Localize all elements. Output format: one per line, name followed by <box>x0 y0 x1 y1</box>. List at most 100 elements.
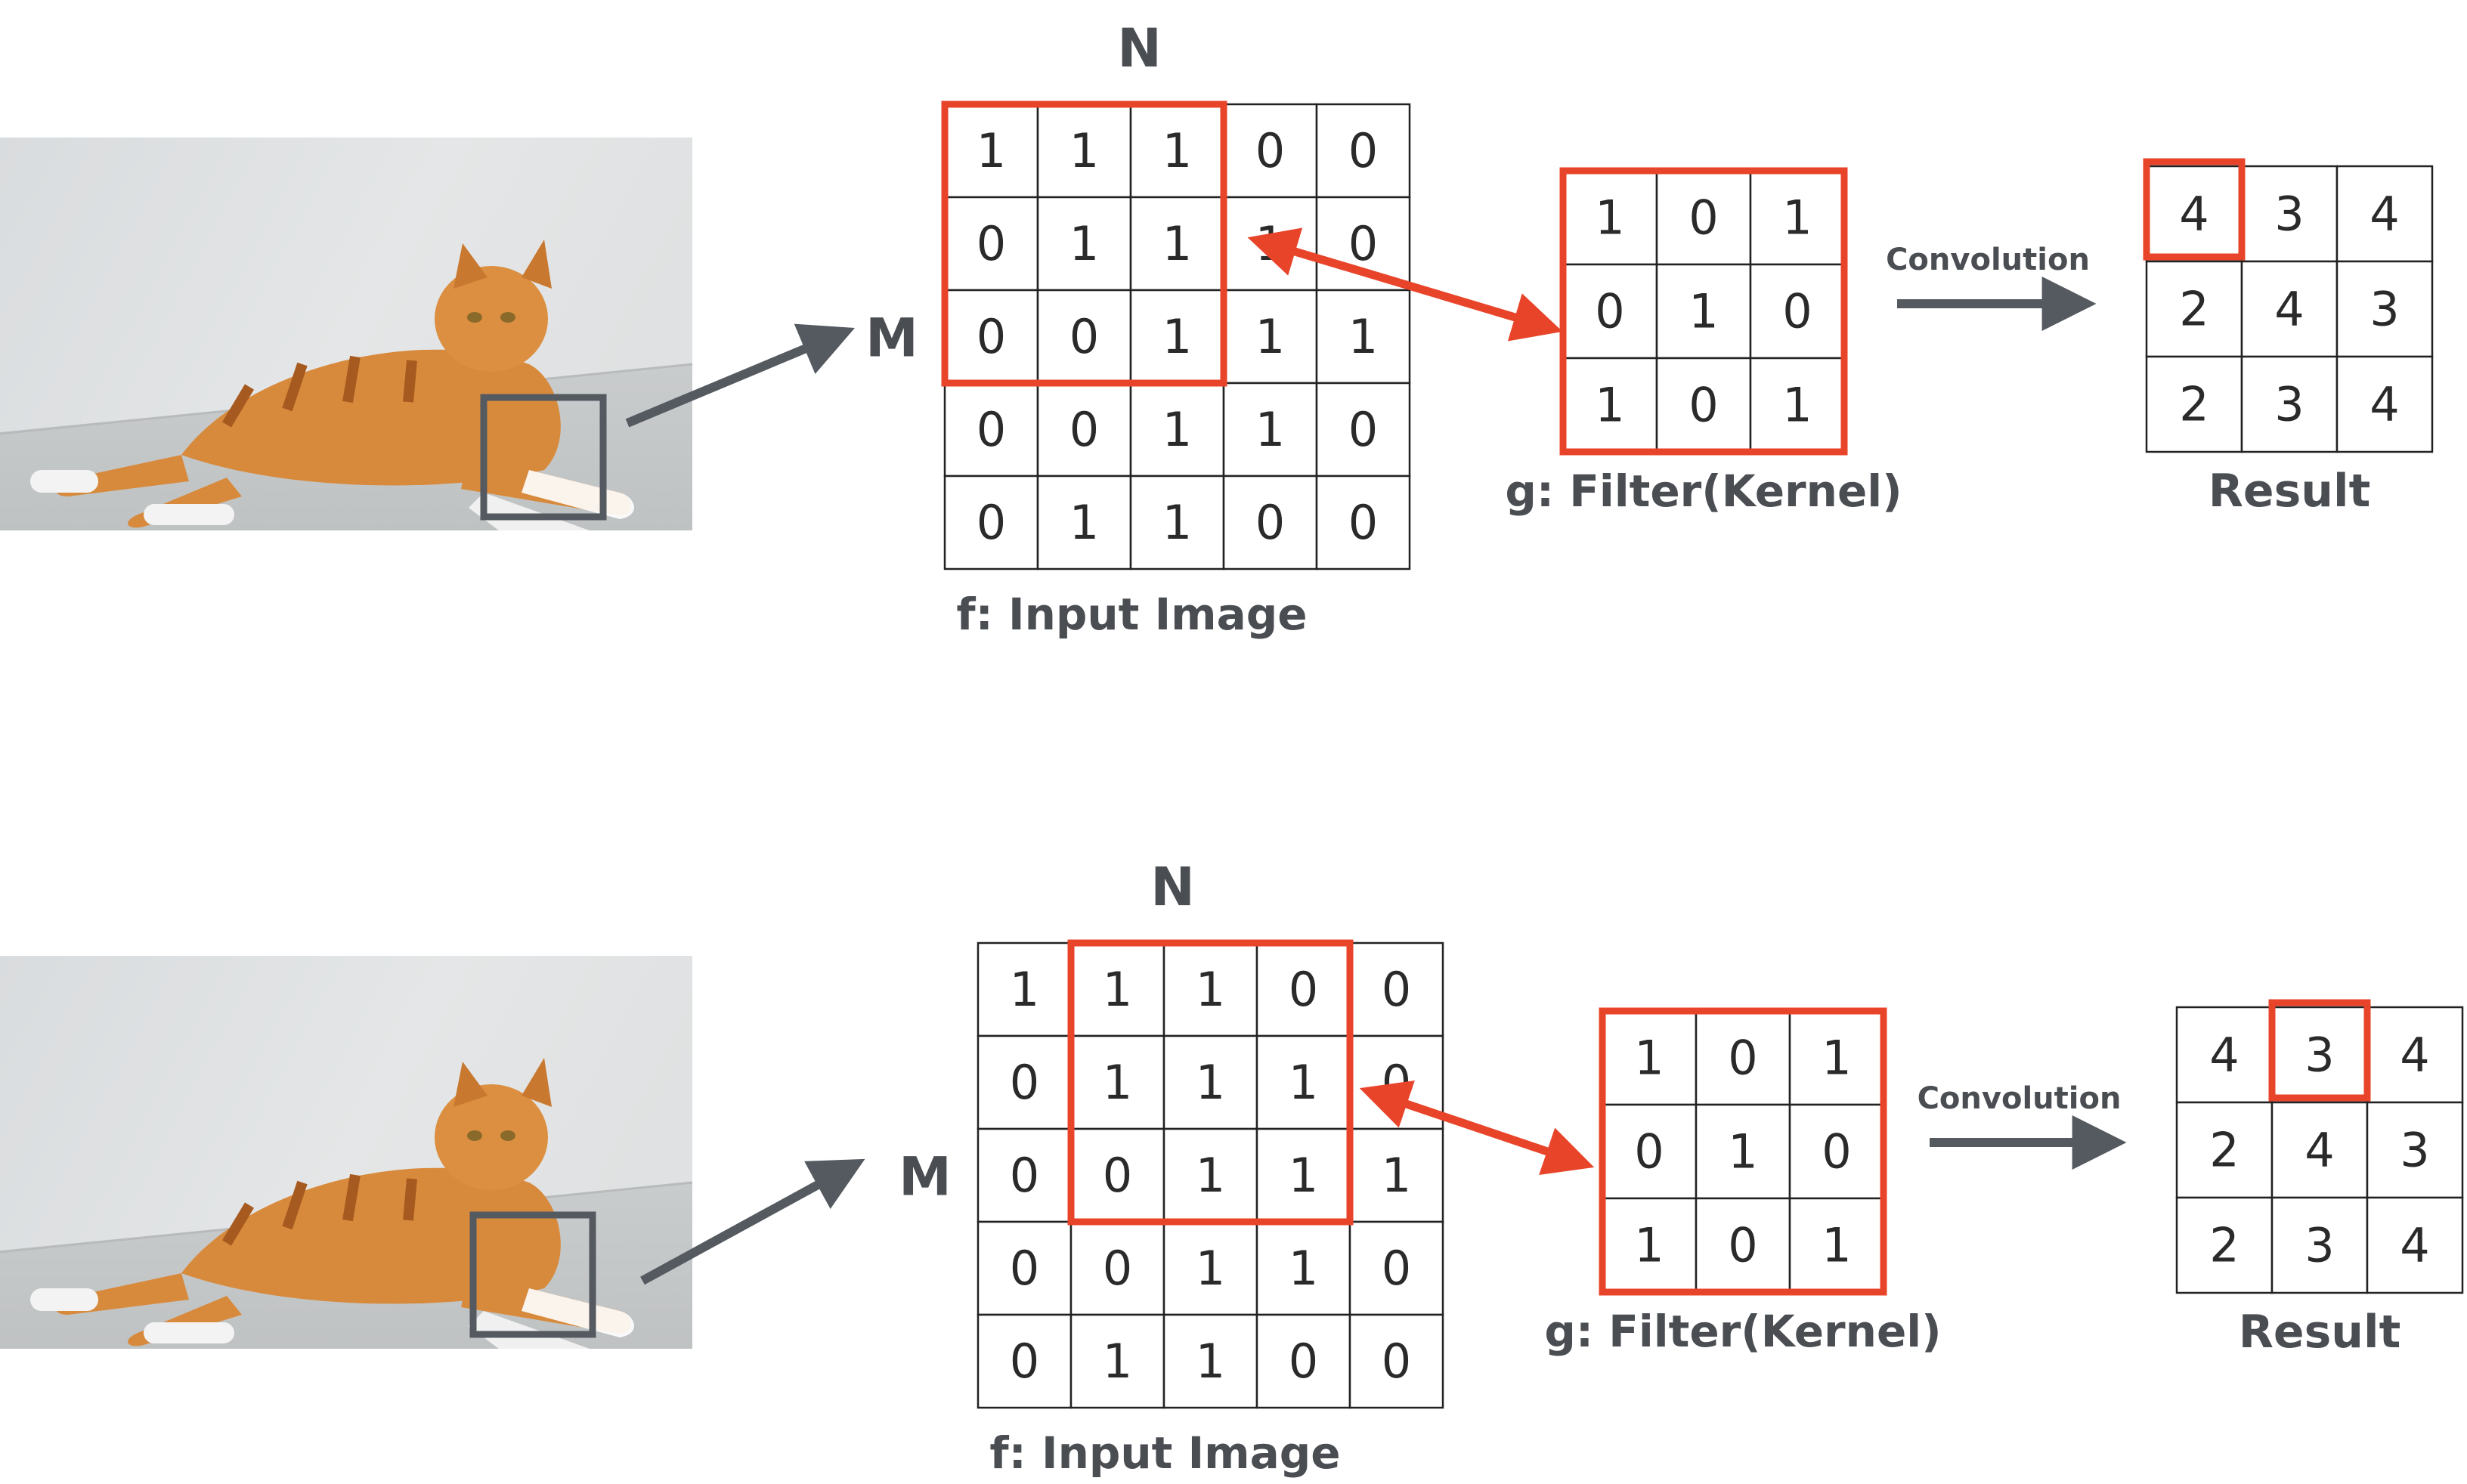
input-cell <box>1255 1034 1351 1130</box>
kernel-cell-value: 0 <box>1689 190 1718 246</box>
input-cell <box>1255 1127 1351 1223</box>
correspondence-arrow <box>1359 1080 1595 1176</box>
sliding-window-box <box>1067 939 1354 1226</box>
result-cell-value: 4 <box>2400 1028 2429 1083</box>
cat-photo <box>0 138 692 530</box>
input-cell-value: 0 <box>1348 495 1378 550</box>
input-cell-value: 1 <box>1162 309 1192 364</box>
result-cell <box>2145 355 2243 453</box>
input-cell-value: 1 <box>1196 1241 1225 1296</box>
input-cell-value: 0 <box>977 216 1006 271</box>
zoom-region-box <box>480 394 607 521</box>
input-cell <box>1162 941 1258 1037</box>
kernel-cell-value: 1 <box>1689 284 1718 339</box>
result-cell-value: 4 <box>2369 377 2399 432</box>
input-cell-value: 1 <box>1103 1055 1132 1110</box>
result-cell-value: 4 <box>2274 282 2304 337</box>
input-cell-value: 1 <box>1255 309 1285 364</box>
kernel-caption: g: Filter(Kernel) <box>1544 1306 1941 1357</box>
input-cell <box>1129 475 1225 570</box>
kernel-outline-box <box>1559 167 1848 456</box>
zoom-arrow <box>625 323 855 428</box>
input-cell-value: 0 <box>1348 123 1378 178</box>
result-cell-value: 3 <box>2304 1218 2334 1273</box>
result-cell <box>2366 1196 2464 1294</box>
kernel-cell-value: 0 <box>1634 1124 1664 1179</box>
result-cell <box>2240 355 2339 453</box>
kernel-cell-value: 1 <box>1595 378 1624 433</box>
input-cell-value: 1 <box>1103 962 1132 1017</box>
input-cell <box>1069 941 1165 1037</box>
input-cell-value: 0 <box>1103 1241 1132 1296</box>
kernel-cell-value: 1 <box>1634 1031 1664 1086</box>
result-cell-value: 4 <box>2400 1218 2429 1273</box>
kernel-cell-value: 0 <box>1595 284 1624 339</box>
input-cell-value: 1 <box>1162 495 1192 550</box>
kernel-cell-value: 1 <box>1822 1218 1851 1273</box>
input-cell-value: 0 <box>1010 1334 1039 1389</box>
result-cell <box>2270 1006 2369 1104</box>
kernel-cell-value: 0 <box>1728 1218 1757 1273</box>
input-cell <box>1036 382 1132 478</box>
result-cell <box>2175 1196 2274 1294</box>
input-cell <box>1222 103 1318 199</box>
n-dimension-label: N <box>1150 856 1195 918</box>
input-caption: f: Input Image <box>956 589 1307 640</box>
operation-label: Convolution <box>1886 243 2090 277</box>
input-cell-value: 1 <box>1069 123 1099 178</box>
kernel-cell-value: 0 <box>1728 1031 1757 1086</box>
kernel-outline-box <box>1599 1007 1887 1296</box>
kernel-cell-value: 1 <box>1595 190 1624 246</box>
input-cell <box>1348 1313 1444 1409</box>
input-cell-value: 0 <box>1010 1241 1039 1296</box>
kernel-cell <box>1749 357 1846 453</box>
input-cell-value: 1 <box>1069 495 1099 550</box>
input-cell <box>977 1313 1073 1409</box>
input-cell <box>1255 1220 1351 1316</box>
input-cell-value: 0 <box>1289 1334 1318 1389</box>
result-cell-value: 2 <box>2209 1218 2239 1273</box>
input-cell <box>1036 289 1132 385</box>
input-cell <box>1036 475 1132 570</box>
result-cell-value: 2 <box>2209 1123 2239 1178</box>
input-cell <box>1315 103 1411 199</box>
result-caption: Result <box>2239 1306 2401 1359</box>
result-cell-value: 3 <box>2400 1123 2429 1178</box>
result-cell <box>2335 260 2434 358</box>
kernel-cell <box>1655 169 1752 266</box>
result-cell-value: 2 <box>2179 377 2209 432</box>
m-dimension-label: M <box>899 1146 952 1208</box>
input-cell-value: 1 <box>1162 216 1192 271</box>
input-cell-value: 1 <box>1289 1148 1318 1203</box>
m-dimension-label: M <box>865 308 918 369</box>
input-cell-value: 0 <box>1103 1148 1132 1203</box>
input-cell-value: 0 <box>1382 1334 1411 1389</box>
result-cell-value: 3 <box>2369 282 2399 337</box>
input-cell <box>1315 475 1411 570</box>
input-cell-value: 0 <box>977 309 1006 364</box>
input-cell <box>1162 1127 1258 1223</box>
input-cell <box>1036 196 1132 292</box>
kernel-cell <box>1601 1009 1698 1106</box>
result-cell <box>2240 260 2339 358</box>
input-cell-value: 1 <box>977 123 1006 178</box>
result-cell-value: 3 <box>2274 187 2304 242</box>
input-cell <box>1069 1220 1165 1316</box>
kernel-cell <box>1788 1009 1885 1106</box>
input-cell-value: 1 <box>1289 1241 1318 1296</box>
result-highlight-box <box>2143 158 2246 261</box>
result-cell-value: 3 <box>2274 377 2304 432</box>
kernel-caption: g: Filter(Kernel) <box>1505 465 1902 517</box>
input-cell <box>1129 196 1225 292</box>
kernel-cell-value: 1 <box>1782 190 1812 246</box>
input-cell-value: 0 <box>1010 1148 1039 1203</box>
input-caption: f: Input Image <box>989 1427 1340 1479</box>
correspondence-arrow <box>1247 227 1563 342</box>
input-cell-value: 0 <box>1382 962 1411 1017</box>
kernel-cell <box>1601 1103 1698 1200</box>
